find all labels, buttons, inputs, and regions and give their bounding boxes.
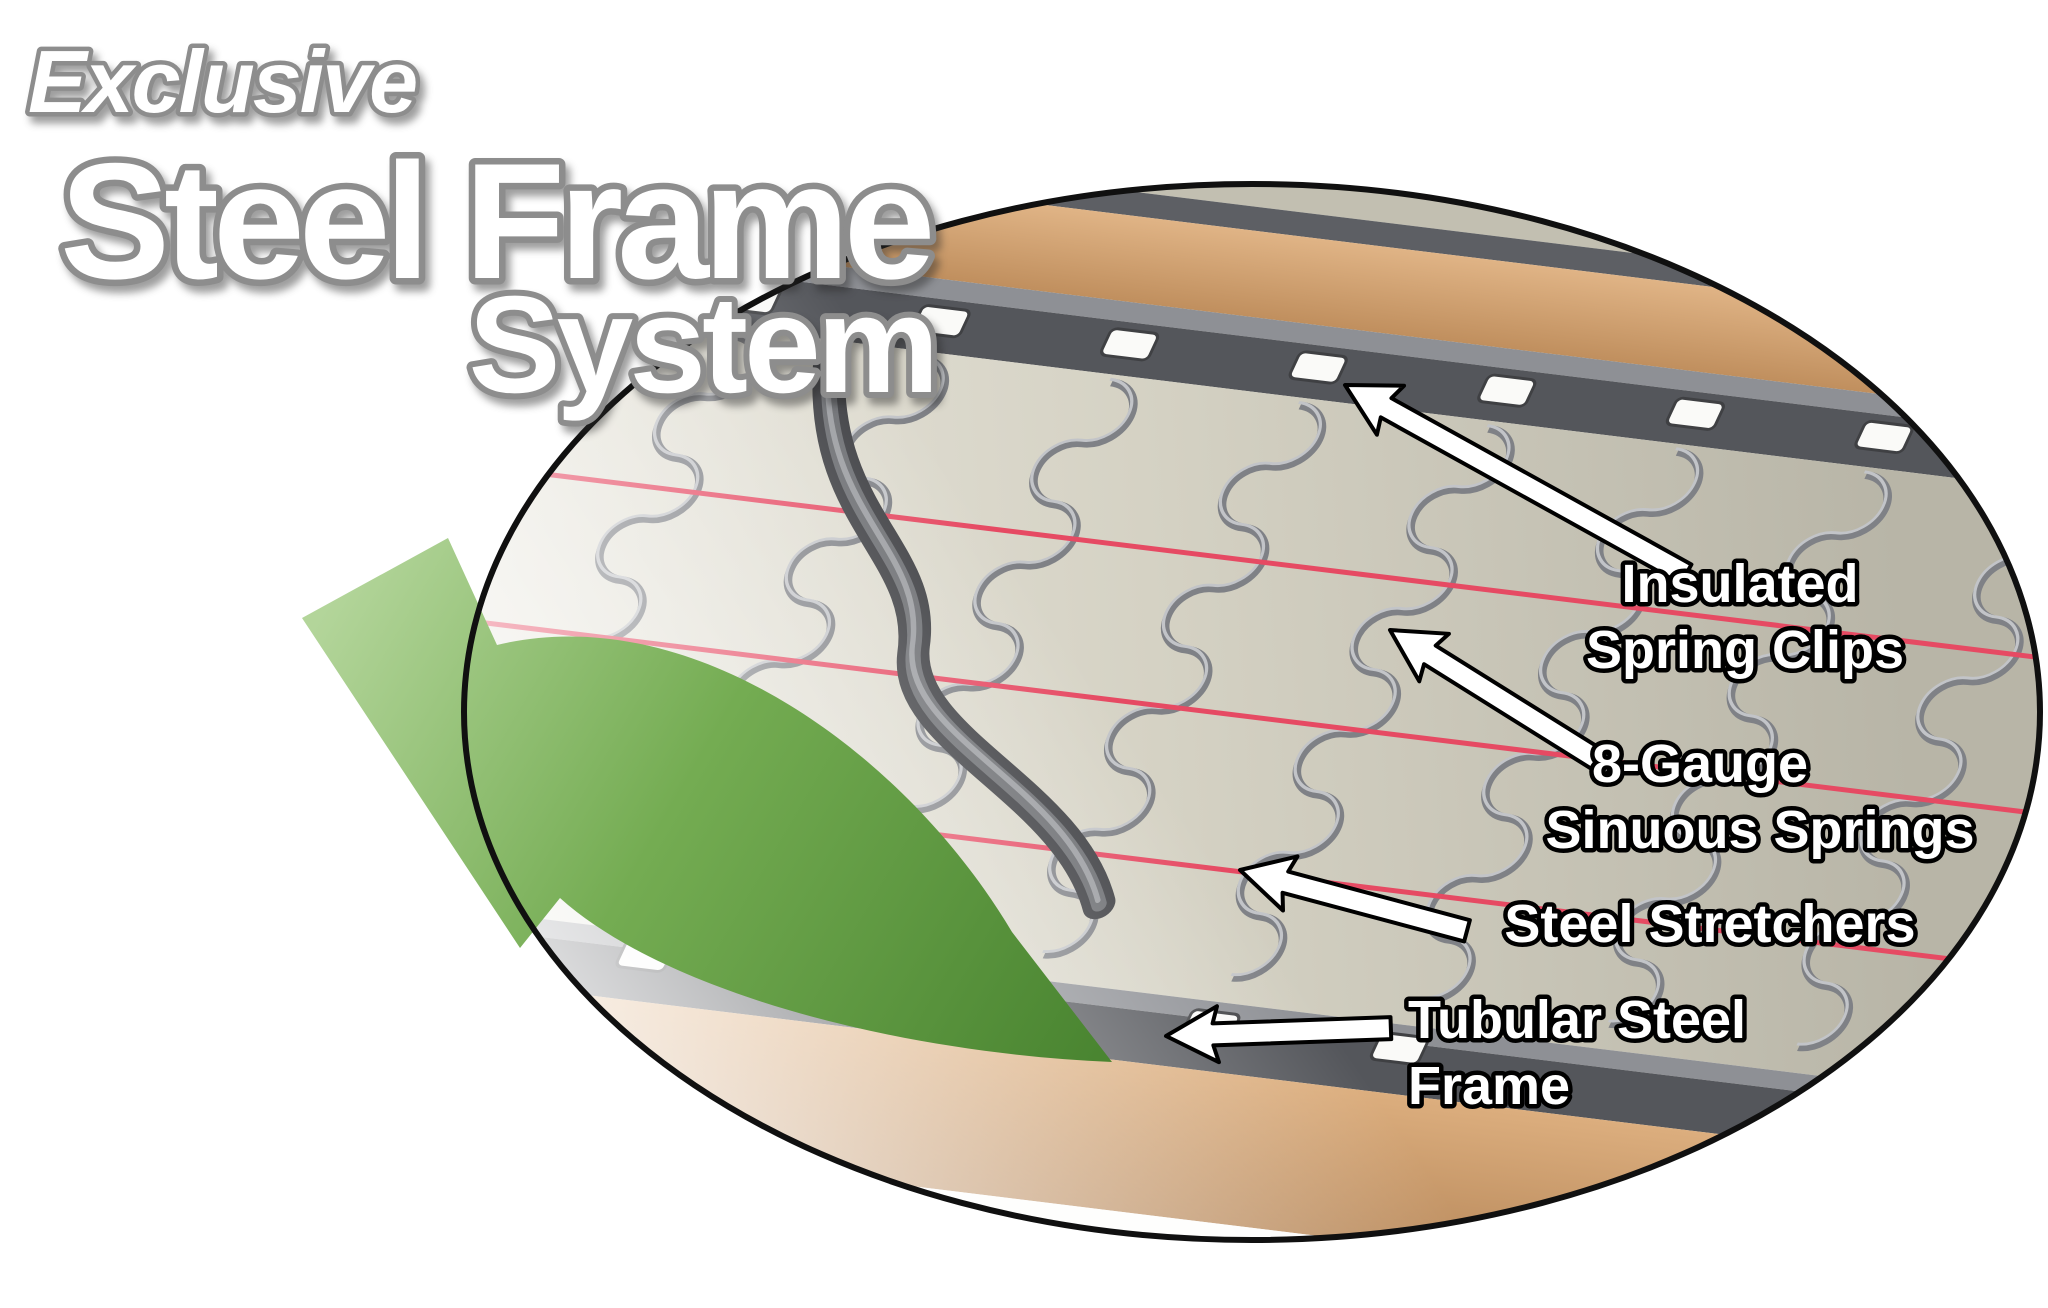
callout-arrow-sinuous-springs	[1388, 628, 1619, 780]
label-sinuous-springs: Sinuous Springs	[1545, 800, 1974, 860]
green-curved-arrow-icon	[302, 538, 1112, 1062]
label-steel-stretchers: Steel Stretchers	[1504, 894, 1915, 954]
label-8-gauge: 8-Gauge	[1592, 734, 1808, 794]
callout-arrow-tubular-steel-frame	[1164, 1004, 1394, 1065]
title-steel-frame: Steel Frame	[60, 129, 931, 313]
detail-oval-outline	[461, 181, 2043, 1243]
title-exclusive: Exclusive	[28, 32, 416, 131]
label-frame: Frame	[1408, 1056, 1570, 1116]
label-insulated: Insulated	[1621, 554, 1858, 614]
callout-arrow-steel-stretchers	[1238, 854, 1472, 944]
label-spring-clips: Spring Clips	[1586, 620, 1904, 680]
title-system: System	[469, 268, 936, 422]
label-tubular-steel: Tubular Steel	[1408, 990, 1746, 1050]
callout-arrow-insulated-spring-clips	[1343, 383, 1694, 586]
